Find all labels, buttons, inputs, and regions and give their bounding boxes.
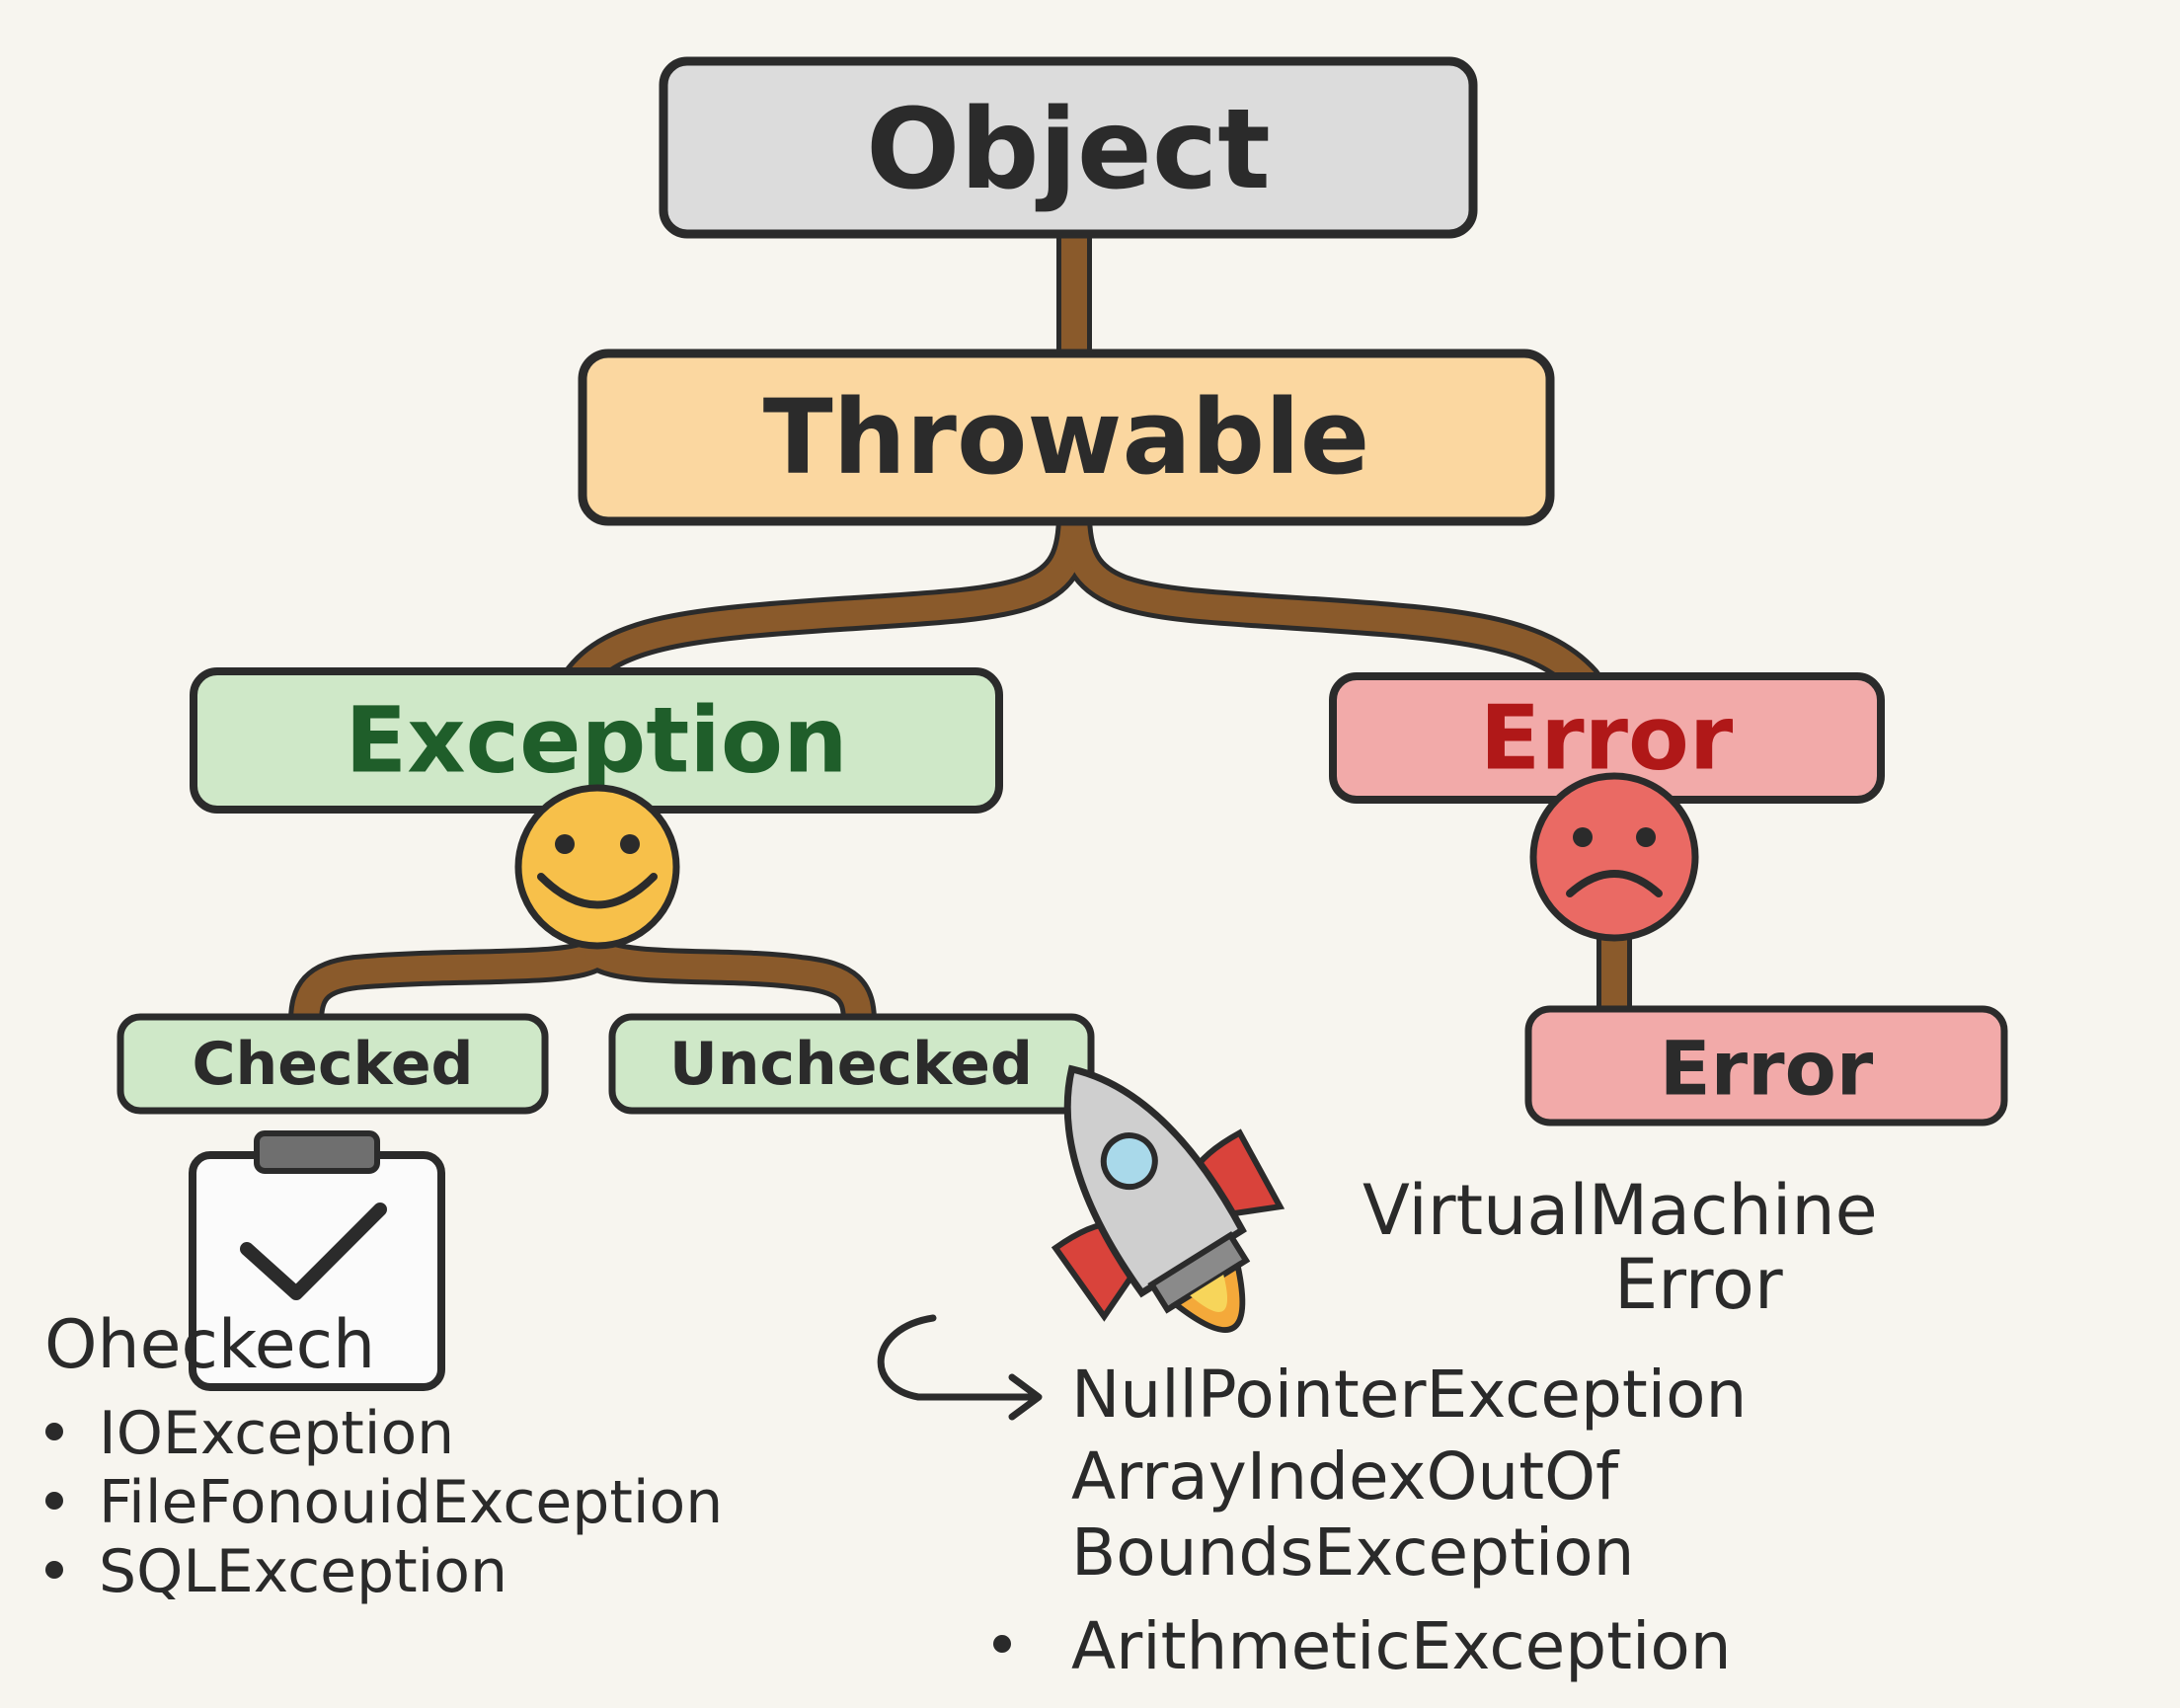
unchecked-list-item-1: NullPointerException [1071, 1357, 1747, 1433]
bullet [45, 1423, 63, 1440]
vm-error-line-1: VirtualMachine [1362, 1170, 1878, 1251]
checked-exceptions-list: Oheckech IOException FileFonouidExceptio… [44, 1306, 723, 1606]
curved-arrow-icon [877, 1314, 1043, 1421]
node-object: Object [659, 56, 1478, 239]
bullet [45, 1561, 63, 1579]
clipboard-check-icon [189, 1130, 445, 1391]
node-checked: Checked [117, 1013, 549, 1115]
node-throwable: Throwable [578, 349, 1555, 526]
node-error-sub-label: Error [1660, 1025, 1874, 1113]
unchecked-list-item-3: ArithmeticException [1071, 1608, 1732, 1684]
node-object-label: Object [866, 86, 1271, 214]
unchecked-list-item-2-line-1: ArrayIndexOutOf [1071, 1438, 1620, 1514]
unchecked-list-item-2-line-2: BoundsException [1071, 1514, 1634, 1591]
node-checked-label: Checked [193, 1030, 474, 1099]
node-throwable-label: Throwable [763, 377, 1370, 498]
checked-list-heading: Oheckech [44, 1306, 375, 1384]
rocket-icon [1051, 1064, 1285, 1333]
vm-error-line-2: Error [1614, 1244, 1783, 1325]
sad-face-icon [1529, 772, 1699, 942]
checked-list-item-1: IOException [99, 1399, 454, 1468]
bullet [993, 1635, 1011, 1653]
node-exception-label: Exception [345, 688, 847, 794]
checked-list-item-3: SQLException [99, 1537, 507, 1606]
node-error-sub: Error [1524, 1005, 2008, 1126]
smiley-face-icon [514, 784, 680, 950]
unchecked-exceptions-list: NullPointerException ArrayIndexOutOf Bou… [993, 1357, 1747, 1684]
node-error: Error [1329, 672, 1885, 804]
vm-error-note: VirtualMachine Error [1362, 1170, 1878, 1325]
connectors [288, 209, 1632, 1040]
node-unchecked: Unchecked [608, 1013, 1095, 1115]
bullet [45, 1492, 63, 1510]
checked-list-item-2: FileFonouidException [99, 1468, 723, 1537]
node-unchecked-label: Unchecked [669, 1030, 1033, 1099]
node-exception: Exception [190, 667, 1003, 814]
